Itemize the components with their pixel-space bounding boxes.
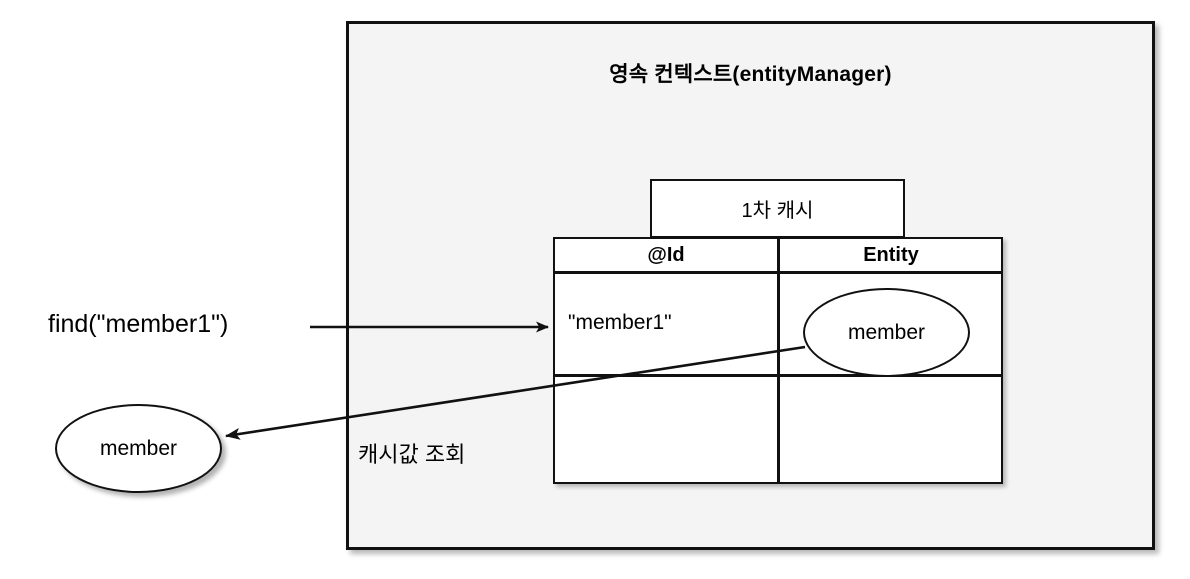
table-header-entity: Entity (863, 243, 919, 266)
first-level-cache-tab: 1차 캐시 (650, 179, 905, 238)
table-row-divider (555, 374, 1001, 377)
cache-lookup-label: 캐시값 조회 (358, 442, 466, 467)
first-level-cache-label: 1차 캐시 (741, 200, 814, 222)
table-cell-id-row1: "member1" (568, 310, 672, 334)
cached-entity-label: member (847, 320, 926, 344)
table-header-divider (555, 271, 1001, 274)
table-header-id: @Id (647, 243, 685, 266)
persistence-context-title: 영속 컨텍스트(entityManager) (609, 63, 892, 86)
find-call-label: find("member1") (48, 310, 229, 338)
returned-entity-label: member (99, 436, 178, 460)
returned-entity-ellipse: member (55, 404, 222, 493)
cached-entity-ellipse: member (803, 288, 970, 377)
table-column-divider (777, 239, 780, 482)
